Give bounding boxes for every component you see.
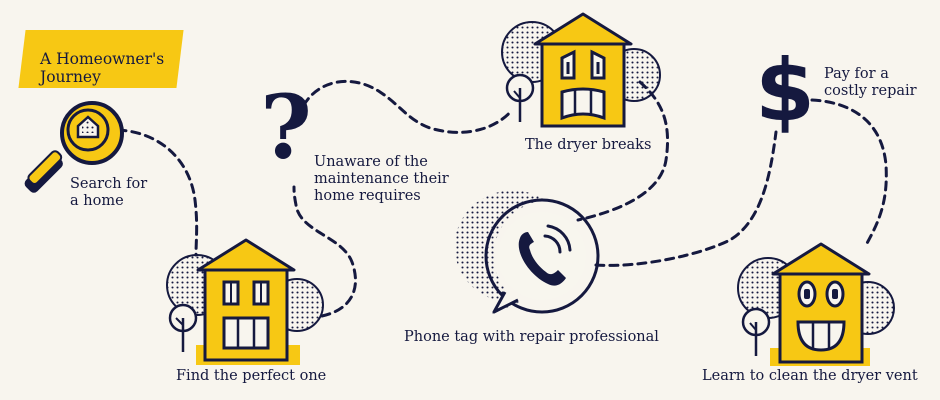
title-line-1: A Homeowner's	[40, 50, 164, 68]
step-label-pay: Pay for a costly repair	[824, 66, 917, 100]
step-label-learn: Learn to clean the dryer vent	[702, 368, 918, 385]
step-label-line: Pay for a	[824, 66, 917, 83]
step-label-line: Unaware of the	[314, 154, 449, 171]
step-label-dryer-breaks: The dryer breaks	[525, 137, 651, 154]
upset-house-icon	[502, 14, 660, 126]
step-label-find: Find the perfect one	[176, 368, 326, 385]
svg-text:?: ?	[260, 75, 312, 179]
step-label-line: Phone tag with repair professional	[404, 329, 659, 345]
svg-text:$: $	[755, 41, 815, 141]
happy-house-icon	[167, 240, 323, 365]
step-label-line: Search for	[70, 176, 147, 193]
step-label-line: home requires	[314, 188, 449, 205]
grinning-house-icon	[738, 244, 894, 366]
step-label-line: Learn to clean the dryer vent	[702, 368, 918, 384]
title-line-2: Journey	[40, 68, 164, 86]
question-mark-icon: ?	[260, 75, 312, 179]
step-label-search: Search for a home	[70, 176, 147, 210]
step-label-phone-tag: Phone tag with repair professional	[404, 329, 659, 346]
step-label-unaware: Unaware of the maintenance their home re…	[314, 154, 449, 205]
page-title: A Homeowner's Journey	[40, 50, 164, 86]
step-label-line: costly repair	[824, 83, 917, 100]
step-label-line: maintenance their	[314, 171, 449, 188]
step-label-line: The dryer breaks	[525, 137, 651, 153]
phone-bubble-icon	[455, 190, 598, 314]
step-label-line: Find the perfect one	[176, 368, 326, 384]
step-label-line: a home	[70, 193, 147, 210]
dollar-sign-icon: $	[755, 41, 815, 141]
